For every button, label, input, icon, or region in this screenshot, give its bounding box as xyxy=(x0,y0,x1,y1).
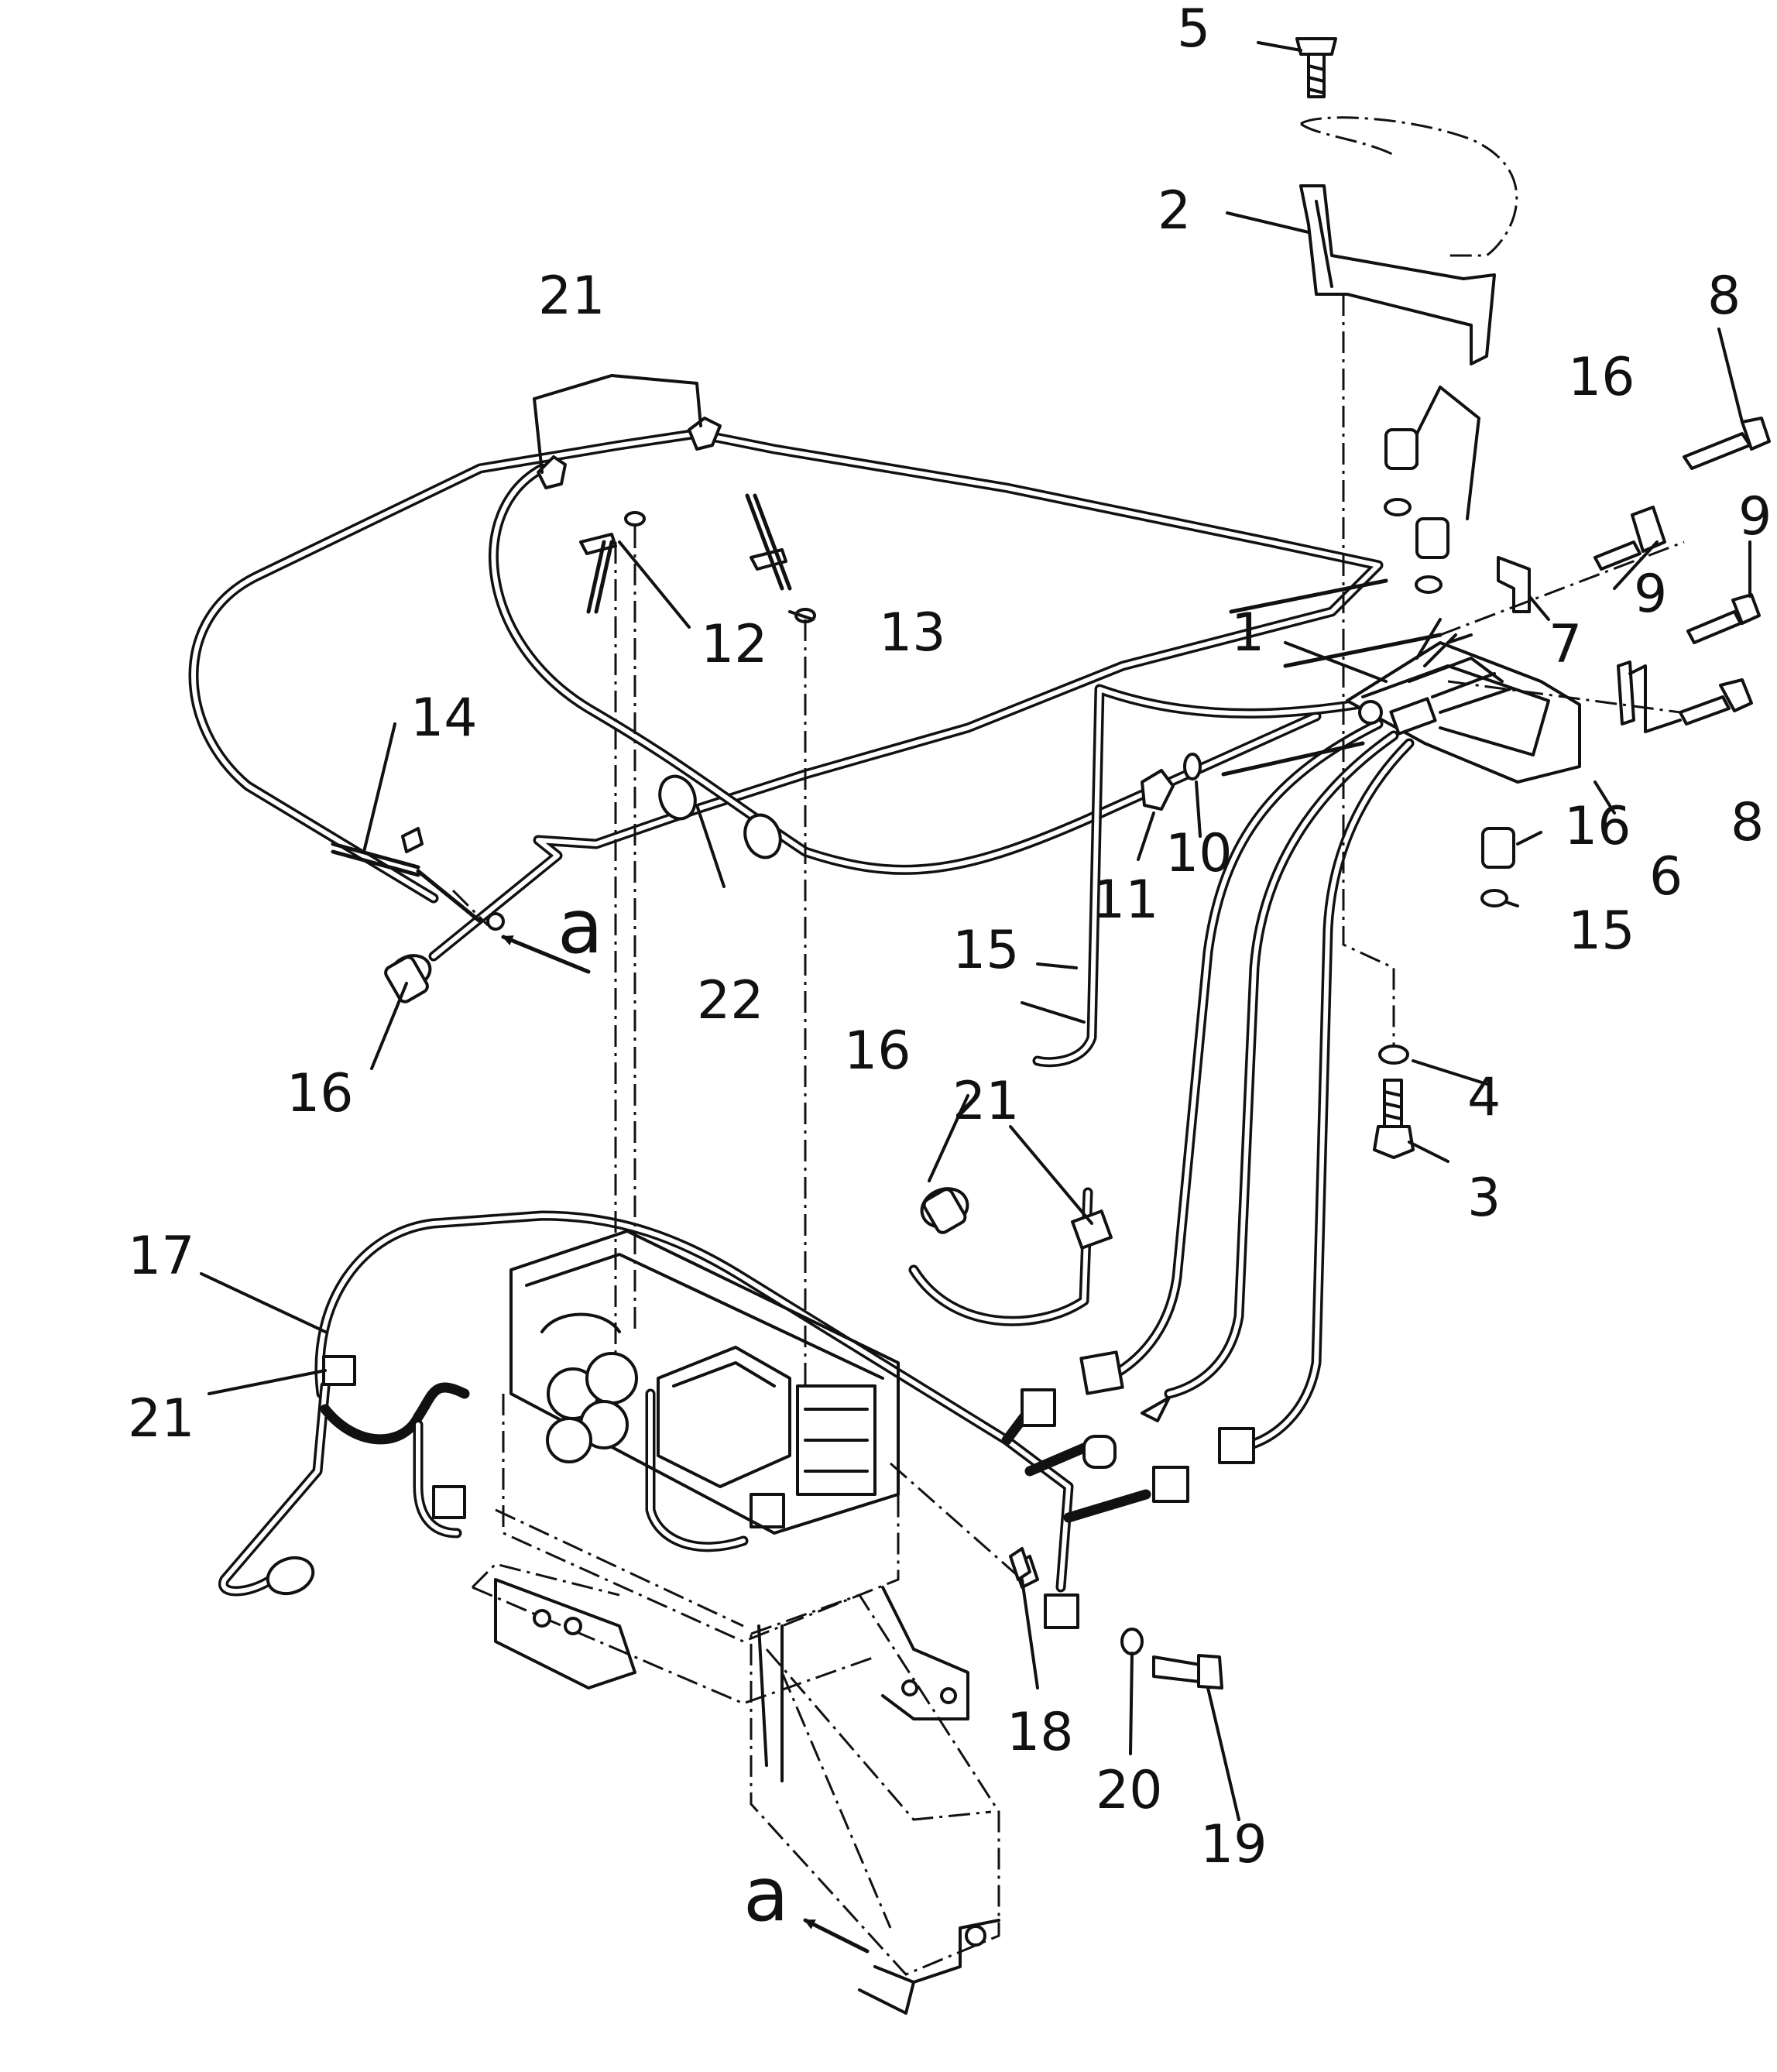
callout-5: 5 xyxy=(1177,0,1210,60)
callout-15: 15 xyxy=(1568,900,1635,962)
callout-14: 14 xyxy=(410,688,478,749)
clamps-upper xyxy=(322,417,1113,1589)
main-harness-loop xyxy=(188,428,1384,962)
callout-21: 21 xyxy=(952,1071,1020,1132)
callout-16: 16 xyxy=(844,1021,911,1082)
callout-10: 10 xyxy=(1165,823,1233,884)
callout-17: 17 xyxy=(128,1226,195,1287)
connectors xyxy=(266,954,1255,1629)
callout-4: 4 xyxy=(1467,1067,1501,1128)
callout-labels: 5 2 8 16 21 9 9 7 1 12 13 14 8 16 6 10 1… xyxy=(128,0,1772,1938)
brackets-6-7 xyxy=(1497,556,1682,733)
leader-lines xyxy=(200,41,1751,1821)
view-marker-a: a xyxy=(557,883,603,970)
lower-harness xyxy=(218,1210,1151,1597)
view-marker-a: a xyxy=(743,1851,789,1938)
callout-20: 20 xyxy=(1096,1760,1163,1821)
callout-6: 6 xyxy=(1649,846,1683,907)
callout-11: 11 xyxy=(1092,870,1159,931)
bracket-assembly xyxy=(1299,116,1518,365)
callout-18: 18 xyxy=(1007,1702,1074,1763)
bolt-5 xyxy=(1295,37,1337,98)
view-arrows xyxy=(501,935,870,1954)
center-lines xyxy=(451,294,1685,1581)
bolts-right xyxy=(1152,417,1771,1690)
lower-unit xyxy=(471,1230,969,1720)
bolt-18 xyxy=(1009,1547,1031,1581)
callout-22: 22 xyxy=(697,970,764,1031)
bolt-3 xyxy=(1373,1079,1415,1159)
callout-16: 16 xyxy=(1564,796,1631,857)
washers xyxy=(1120,498,1508,1655)
rods xyxy=(331,493,816,931)
cable-drops xyxy=(908,684,1415,1453)
callout-16: 16 xyxy=(1568,347,1635,408)
callout-7: 7 xyxy=(1549,614,1582,675)
control-unit xyxy=(1221,578,1581,784)
spacers xyxy=(384,428,1515,1234)
callout-21: 21 xyxy=(128,1388,195,1449)
callout-16: 16 xyxy=(286,1063,354,1124)
callout-15: 15 xyxy=(952,920,1020,981)
callout-19: 19 xyxy=(1200,1814,1268,1875)
callout-21: 21 xyxy=(538,266,605,327)
callout-8: 8 xyxy=(1707,266,1741,327)
lower-box xyxy=(750,1593,1000,2015)
callout-2: 2 xyxy=(1158,180,1191,242)
callout-3: 3 xyxy=(1467,1168,1501,1229)
callout-13: 13 xyxy=(879,602,946,664)
callout-1: 1 xyxy=(1231,602,1264,664)
callout-12: 12 xyxy=(701,614,768,675)
callout-8: 8 xyxy=(1731,792,1764,853)
callout-9: 9 xyxy=(1634,564,1667,625)
callout-9: 9 xyxy=(1738,486,1772,547)
